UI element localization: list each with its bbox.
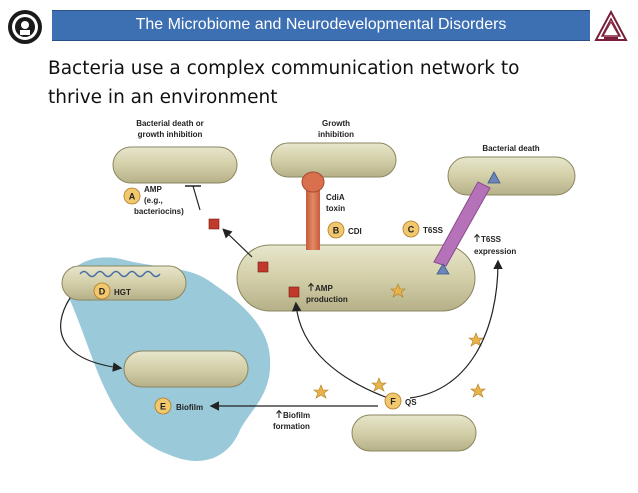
arrow-amp-release <box>222 228 253 258</box>
badge-d <box>93 282 111 300</box>
badge-e-letter: E <box>160 402 166 412</box>
label-t6ss-expression-1: T6SS <box>481 235 502 244</box>
label-cdia-2: toxin <box>326 204 345 213</box>
arrow-qs-to-amp <box>291 301 389 399</box>
label-t6ss: T6SS <box>423 226 444 235</box>
label-bacterial-death: Bacterial death <box>482 144 539 153</box>
subtitle-line-2: thrive in an environment <box>48 87 278 108</box>
up-arrow-amp <box>308 282 314 291</box>
label-qs: QS <box>405 398 417 407</box>
star-2 <box>468 332 484 347</box>
label-cdia-1: CdiA <box>326 193 345 202</box>
cdia-toxin-knob <box>301 171 325 193</box>
label-amp-eg: (e.g., <box>144 196 163 205</box>
badge-f <box>384 392 402 410</box>
badge-e <box>154 397 172 415</box>
bacterium-top-middle <box>270 142 397 178</box>
star-5 <box>470 383 486 398</box>
quorum-sensing-stars <box>313 283 486 399</box>
label-bacterial-death-or-growth-inhibition-2: growth inhibition <box>138 130 203 139</box>
inhibition-line <box>192 185 201 211</box>
badge-f-letter: F <box>390 397 396 407</box>
t6ss-triangle-top <box>487 171 501 184</box>
label-t6ss-expression-2: expression <box>474 247 516 256</box>
star-4 <box>371 377 387 392</box>
bacterium-top-left <box>112 146 238 184</box>
bacterium-top-right <box>447 156 576 196</box>
arrow-hgt-to-biofilm <box>60 297 123 372</box>
bacterium-bottom-right <box>351 414 477 452</box>
label-hgt: HGT <box>114 288 131 297</box>
label-biofilm: Biofilm <box>176 403 203 412</box>
institution-logo <box>594 10 628 41</box>
label-growth-inhibition-2: inhibition <box>318 130 354 139</box>
label-amp-production-2: production <box>306 295 348 304</box>
badge-d-letter: D <box>99 287 106 297</box>
star-1 <box>390 283 406 298</box>
badge-b <box>327 221 345 239</box>
t6ss-triangle-bottom <box>436 263 450 275</box>
subtitle-line-1: Bacteria use a complex communication net… <box>48 58 520 79</box>
badge-a-letter: A <box>129 192 136 202</box>
amp-square-2 <box>288 286 300 298</box>
university-seal-logo <box>8 10 42 44</box>
label-amp-production-1: AMP <box>315 284 333 293</box>
star-3 <box>313 384 329 399</box>
label-biofilm-formation-1: Biofilm <box>283 411 310 420</box>
amp-square-released <box>208 218 220 230</box>
slide-header-title: The Microbiome and Neurodevelopmental Di… <box>135 16 507 33</box>
arrow-qs-to-t6ss <box>409 259 503 399</box>
badge-a <box>123 187 141 205</box>
label-amp: AMP <box>144 185 162 194</box>
badge-c-letter: C <box>408 225 415 235</box>
label-biofilm-formation-2: formation <box>273 422 310 431</box>
label-cdi: CDI <box>348 227 362 236</box>
label-bacterial-death-or-growth-inhibition-1: Bacterial death or <box>136 119 204 128</box>
amp-square-1 <box>257 261 269 273</box>
up-arrow-biofilm <box>276 409 282 418</box>
bacterium-biofilm <box>123 350 249 388</box>
title-banner: The Microbiome and Neurodevelopmental Di… <box>52 10 590 41</box>
badge-c <box>402 220 420 238</box>
label-growth-inhibition-1: Growth <box>322 119 350 128</box>
label-amp-bacteriocins: bacteriocins) <box>134 207 184 216</box>
dna-plasmid-squiggle <box>79 270 161 278</box>
slide-subtitle: Bacteria use a complex communication net… <box>48 54 608 112</box>
t6ss-rod <box>433 181 491 267</box>
cdi-rod <box>306 182 320 250</box>
bacterium-hgt <box>61 265 187 301</box>
badge-b-letter: B <box>333 226 340 236</box>
up-arrow-t6ss <box>474 233 480 242</box>
